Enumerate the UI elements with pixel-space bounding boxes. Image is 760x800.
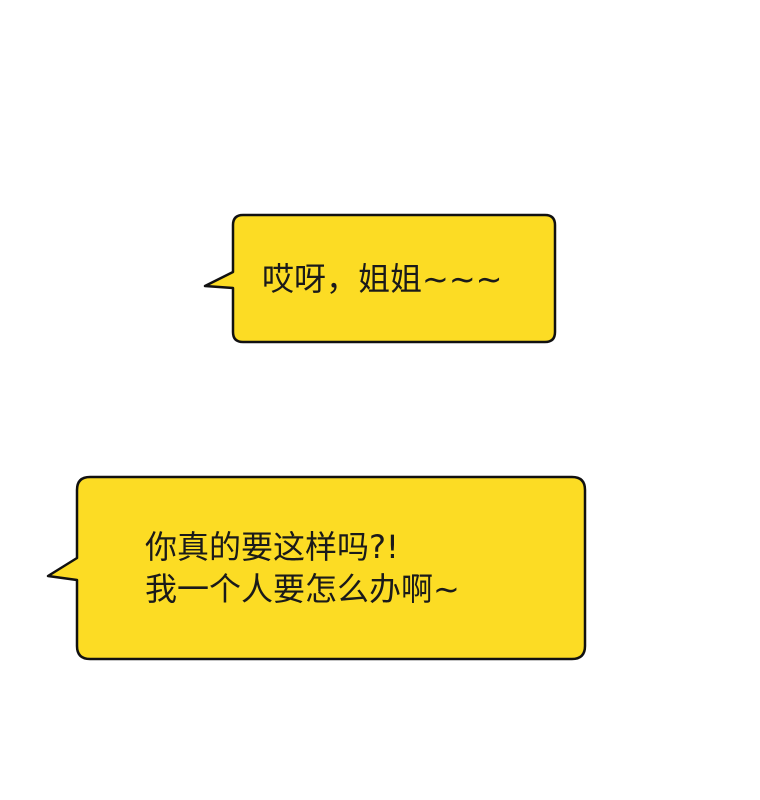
speech-bubble-1 — [203, 213, 557, 344]
speech-line: 我一个人要怎么办啊~ — [145, 570, 460, 608]
speech-bubble-2 — [46, 475, 587, 661]
speech-line: 你真的要这样吗?! — [145, 528, 399, 566]
speech-bubble-1-text: 哎呀，姐姐~~~ — [262, 258, 502, 300]
speech-bubble-2-text: 你真的要这样吗?! 我一个人要怎么办啊~ — [145, 526, 460, 610]
speech-line: 哎呀，姐姐~~~ — [262, 260, 503, 298]
